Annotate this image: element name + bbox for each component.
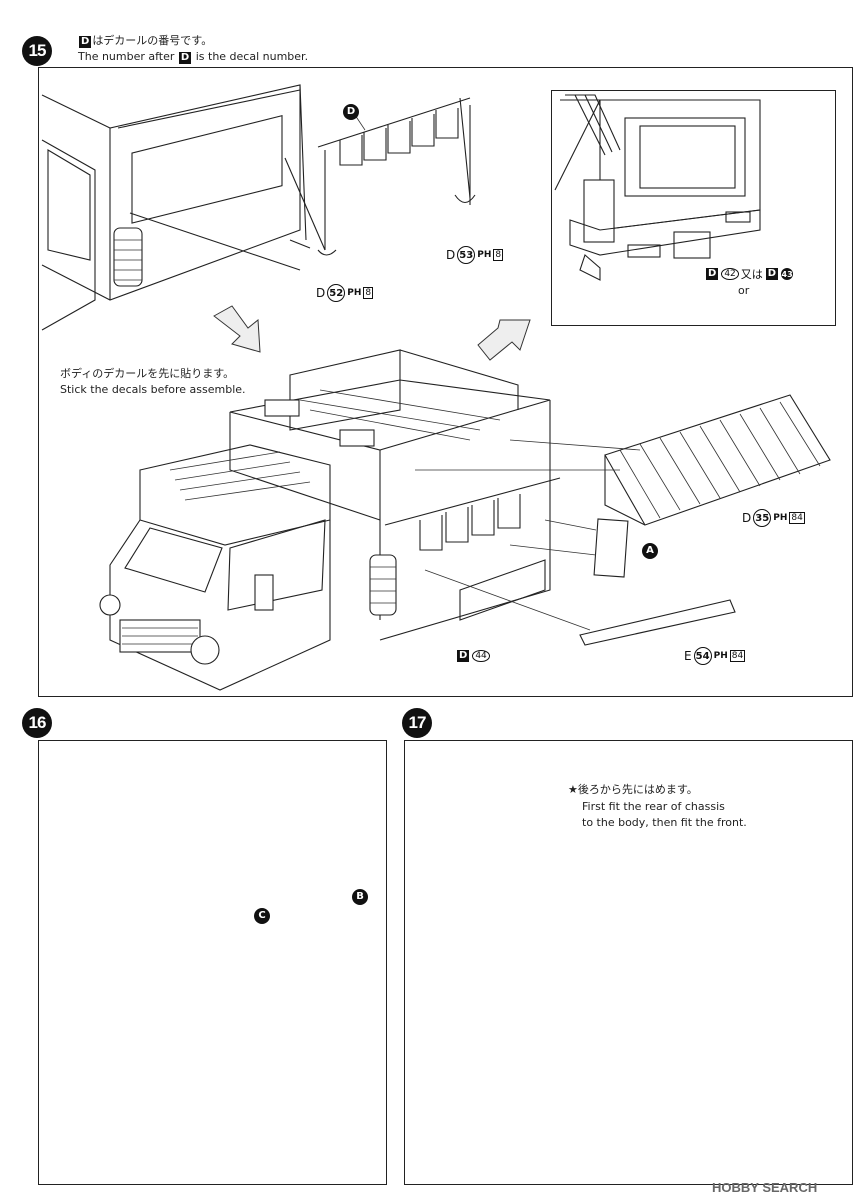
- part-a-panel: [593, 518, 629, 578]
- decal-note-en: The number after D is the decal number.: [78, 50, 309, 64]
- label-c: C: [254, 903, 270, 924]
- label-d44: D 44: [456, 650, 490, 662]
- step-16-panel: [38, 740, 387, 1185]
- part-e54-board: [579, 599, 736, 646]
- inset-or-en: or: [738, 284, 750, 297]
- step-17-panel: [404, 740, 853, 1185]
- step15-main-truck: [99, 349, 561, 691]
- label-b: B: [352, 884, 368, 905]
- label-d-curtain: D: [343, 99, 359, 120]
- step-16-number: 16: [22, 708, 52, 738]
- label-e54: E 54 PH 84: [684, 647, 746, 665]
- step-17-number: 17: [402, 708, 432, 738]
- decal-instruction-en: Stick the decals before assemble.: [60, 383, 246, 396]
- step15-curtain-rod-top: [317, 97, 476, 256]
- step17-instruction-jp: ★後ろから先にはめます。: [568, 783, 698, 796]
- label-inset-decals: D 42 又は D 43: [706, 268, 794, 281]
- arrow-up-right: [477, 319, 531, 361]
- step15-truck-top-left: [41, 84, 326, 331]
- decal-instruction-jp: ボディのデカールを先に貼ります。: [60, 367, 235, 380]
- step17-instruction-en-2: to the body, then fit the front.: [582, 816, 747, 829]
- step-15-inset: [551, 90, 836, 326]
- label-d53: D 53 PH 8: [446, 246, 504, 264]
- decal-d-badge-en: D: [178, 52, 192, 64]
- step-15-number: 15: [22, 36, 52, 66]
- decal-d-badge: D: [79, 36, 92, 48]
- label-a: A: [642, 538, 658, 559]
- inset-truck-rear: [554, 94, 761, 281]
- label-d35: D 35 PH 84: [742, 509, 805, 527]
- step15-awning: [604, 394, 831, 526]
- watermark: HOBBY SEARCH: [712, 1180, 818, 1195]
- step17-instruction-en-1: First fit the rear of chassis: [582, 800, 725, 813]
- label-d52: D 52 PH 8: [316, 284, 374, 302]
- arrow-down-right: [213, 305, 261, 353]
